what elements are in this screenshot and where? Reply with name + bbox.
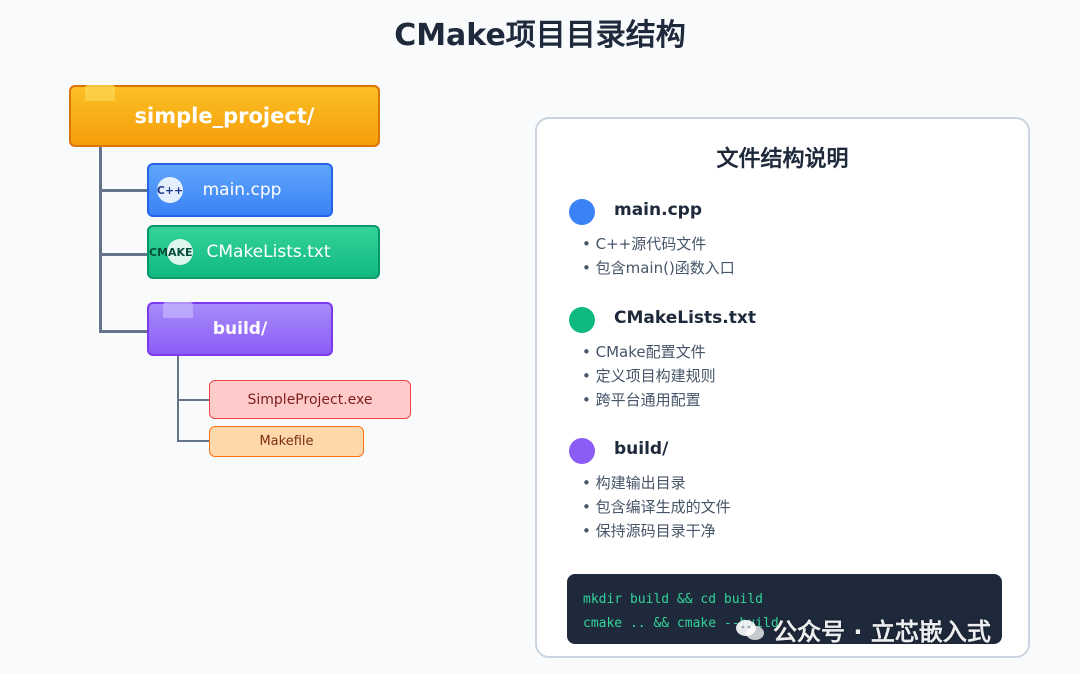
wechat-icon xyxy=(736,619,764,640)
cmakelists-node[interactable]: CMAKE CMakeLists.txt xyxy=(147,225,380,279)
bullet-text: • 定义项目构建规则 xyxy=(582,367,716,385)
blue-dot-icon xyxy=(569,199,595,225)
page-title: CMake项目目录结构 xyxy=(394,18,686,53)
tree-trunk-line xyxy=(99,147,102,333)
code-block: mkdir build && cd build cmake .. && cmak… xyxy=(567,574,1002,644)
root-folder-node[interactable]: simple_project/ xyxy=(69,85,380,147)
purple-dot-icon xyxy=(569,438,595,464)
bullet-text: • 包含编译生成的文件 xyxy=(582,498,731,516)
build-folder-label: build/ xyxy=(212,319,268,339)
section-title: CMakeLists.txt xyxy=(614,308,756,328)
tree-branch-build xyxy=(99,330,147,333)
bullet-text: • 保持源码目录干净 xyxy=(582,522,716,540)
bullet-text: • C++源代码文件 xyxy=(582,235,707,253)
makefile-node[interactable]: Makefile xyxy=(209,426,364,457)
description-panel: 文件结构说明 main.cpp • C++源代码文件 • 包含main()函数入… xyxy=(535,117,1030,658)
cmakelists-label: CMakeLists.txt xyxy=(206,242,331,262)
root-folder-label: simple_project/ xyxy=(134,104,315,128)
code-line: mkdir build && cd build xyxy=(583,592,764,607)
cpp-icon: C++ xyxy=(157,177,183,203)
bullet-text: • CMake配置文件 xyxy=(582,343,706,361)
bullet-text: • 跨平台通用配置 xyxy=(582,391,701,409)
tree-branch-exe xyxy=(177,399,209,401)
cmake-icon: CMAKE xyxy=(149,239,193,265)
folder-icon xyxy=(85,85,115,101)
bullet-text: • 构建输出目录 xyxy=(582,474,686,492)
watermark: 公众号 · 立芯嵌入式 xyxy=(735,612,991,647)
main-cpp-label: main.cpp xyxy=(202,180,282,200)
main-cpp-node[interactable]: C++ main.cpp xyxy=(147,163,333,217)
folder-icon xyxy=(163,302,193,318)
section-title: main.cpp xyxy=(614,200,702,220)
bullet-text: • 包含main()函数入口 xyxy=(582,259,735,277)
tree-branch-main xyxy=(99,189,147,192)
cmake-badge-text: CMAKE xyxy=(149,246,193,259)
section-title: build/ xyxy=(614,439,669,459)
tree-branch-makefile xyxy=(177,440,209,442)
green-dot-icon xyxy=(569,307,595,333)
build-folder-node[interactable]: build/ xyxy=(147,302,333,356)
watermark-text: 公众号 · 立芯嵌入式 xyxy=(773,618,991,646)
tree-build-trunk-line xyxy=(177,356,179,441)
tree-branch-cmakelists xyxy=(99,253,147,256)
panel-title: 文件结构说明 xyxy=(716,147,849,172)
exe-file-node[interactable]: SimpleProject.exe xyxy=(209,380,411,419)
exe-file-label: SimpleProject.exe xyxy=(247,391,373,408)
makefile-label: Makefile xyxy=(259,434,314,449)
